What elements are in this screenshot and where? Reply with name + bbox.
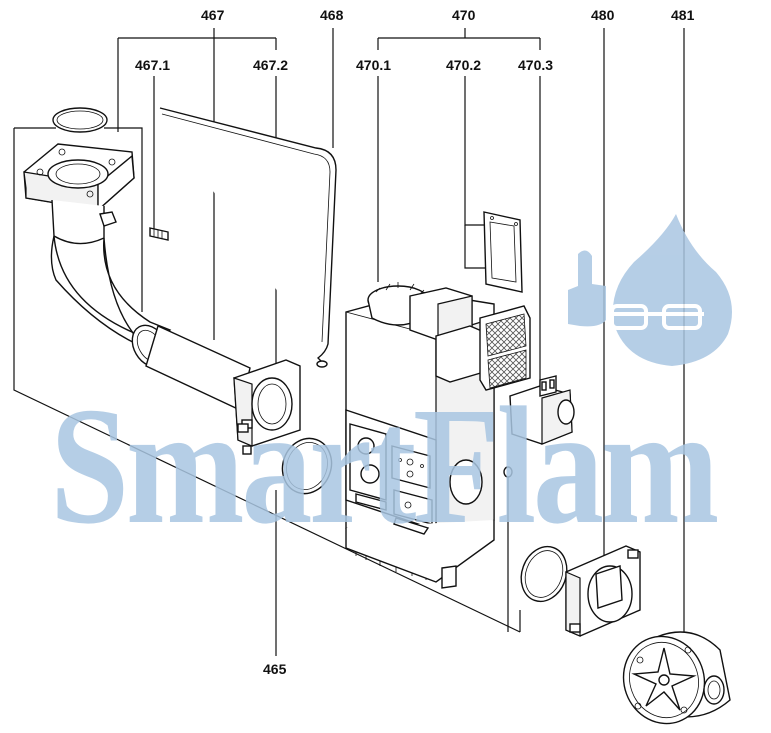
watermark: SmartFlam — [50, 214, 732, 559]
label-467-2: 467.2 — [253, 57, 288, 73]
part-labels: 467 467.1 467.2 468 470 470.1 470.2 470.… — [135, 7, 695, 677]
filter-housing-481 — [622, 631, 731, 725]
star-emblem-icon — [631, 647, 697, 711]
tube-468 — [159, 107, 337, 368]
gas-pipe-467 — [23, 107, 301, 455]
watermark-text: SmartFlam — [50, 373, 718, 559]
glasses-icon — [608, 304, 704, 330]
coil-470-3 — [509, 375, 575, 445]
label-467-1: 467.1 — [135, 57, 170, 73]
flame-mascot-icon — [612, 214, 732, 366]
filter-470-2 — [479, 211, 531, 391]
label-465: 465 — [263, 661, 287, 677]
label-480: 480 — [591, 7, 615, 23]
label-468: 468 — [320, 7, 344, 23]
label-470: 470 — [452, 7, 476, 23]
nipple-467-1 — [149, 227, 169, 241]
o-ring-465 — [281, 437, 333, 495]
o-ring-480 — [520, 545, 568, 603]
label-470-2: 470.2 — [446, 57, 481, 73]
label-481: 481 — [671, 7, 695, 23]
thumb-up-icon — [568, 250, 606, 327]
label-470-1: 470.1 — [356, 57, 391, 73]
gas-valve-470 — [345, 282, 513, 589]
label-470-3: 470.3 — [518, 57, 553, 73]
flange-480 — [565, 545, 641, 637]
label-467: 467 — [201, 7, 225, 23]
